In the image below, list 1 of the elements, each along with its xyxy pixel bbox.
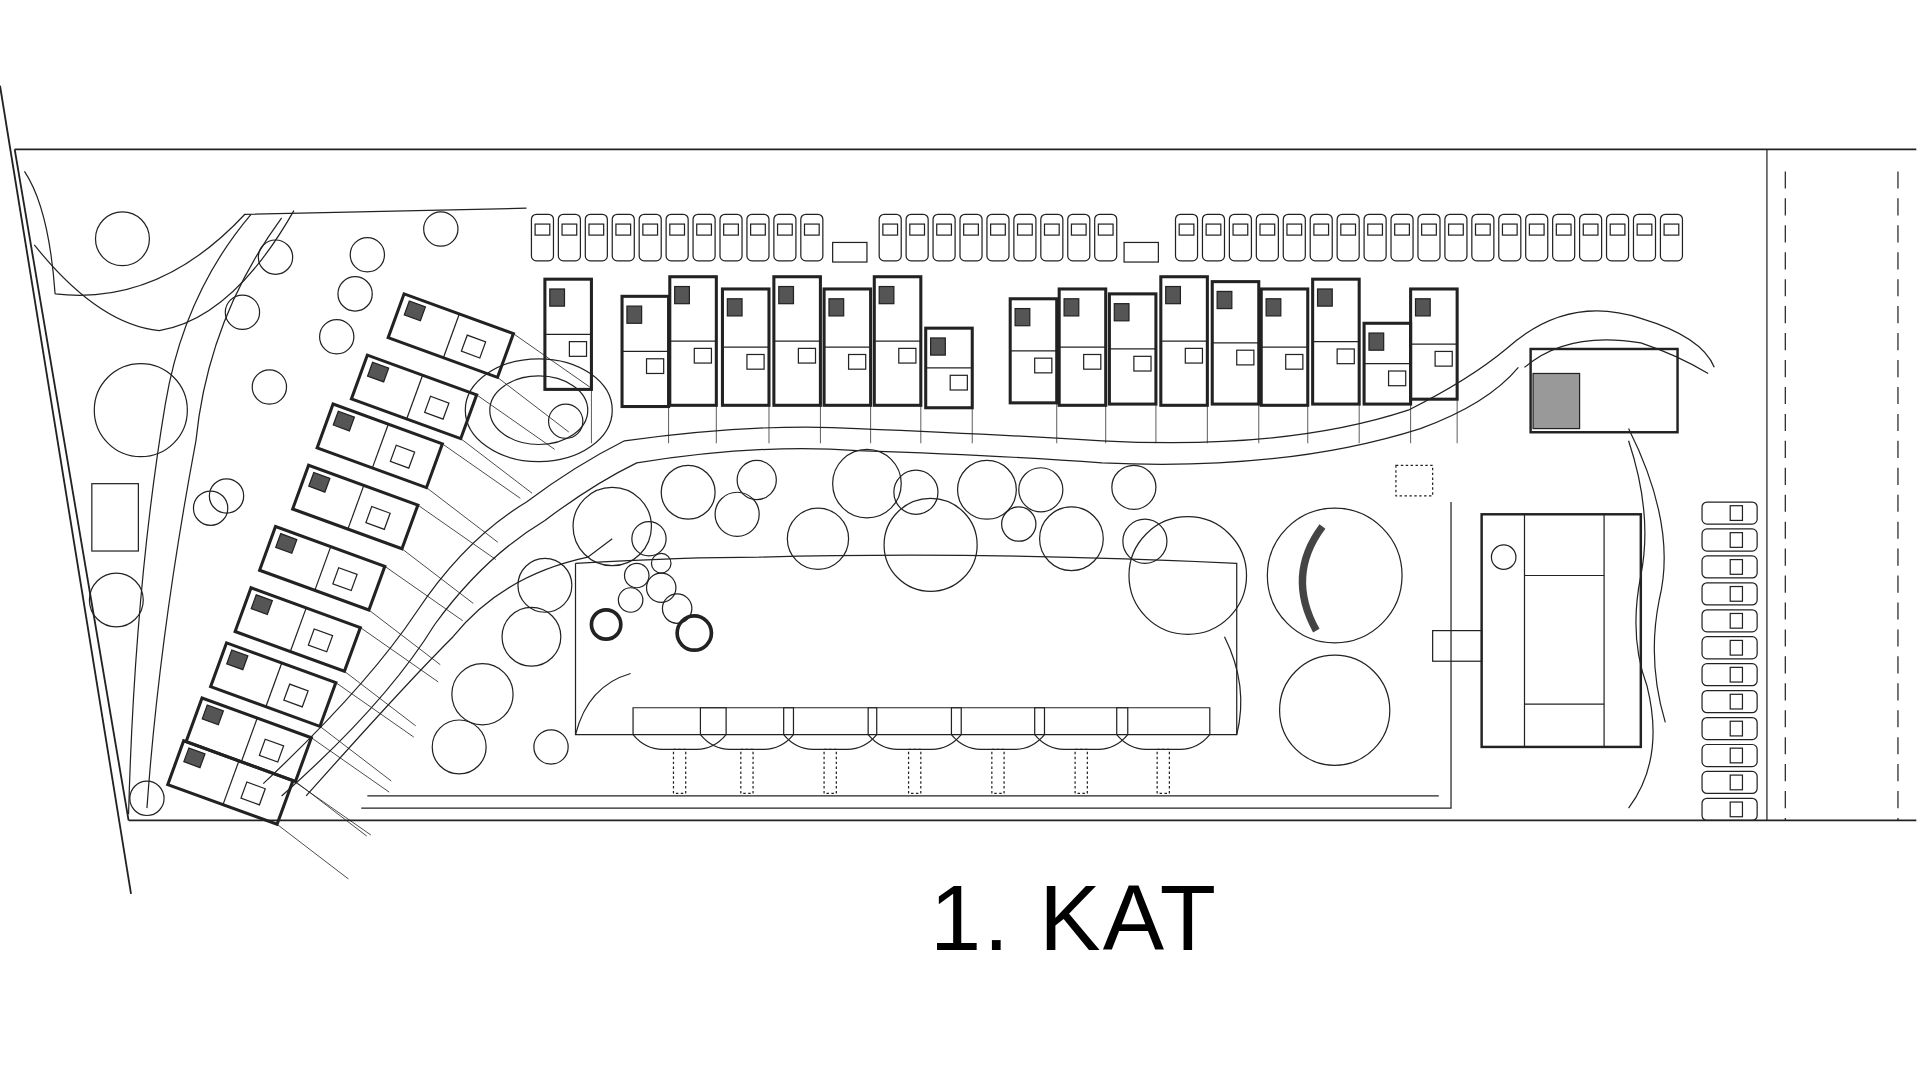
plan-title: 1. KAT (930, 872, 1219, 964)
